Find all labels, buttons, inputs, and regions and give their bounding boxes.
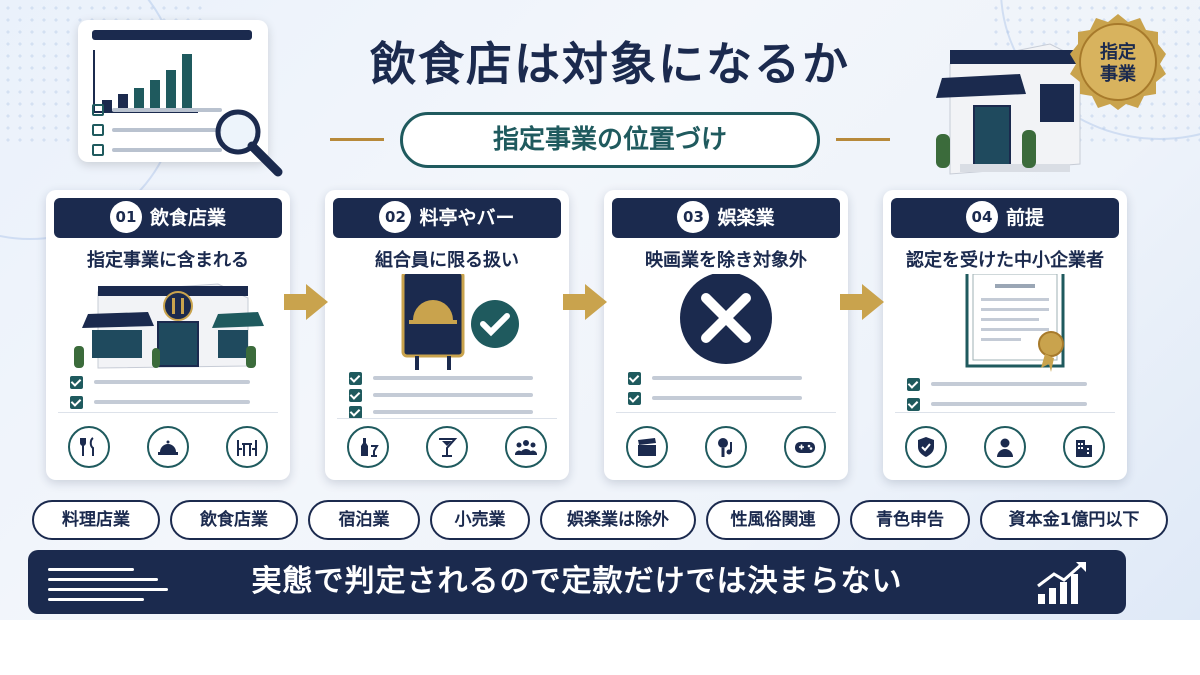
step-number: 01 — [109, 200, 142, 233]
flow-arrow — [284, 284, 328, 320]
infographic-canvas: 飲食店は対象になるか 指定事業の位置づけ 指定 事業 01 飲食店業 指定事業に含… — [0, 0, 1200, 620]
step-card-1: 01 飲食店業 指定事業に含まれる — [46, 190, 290, 480]
step-desc: 映画業を除き対象外 — [645, 250, 807, 271]
step-number: 04 — [965, 200, 998, 233]
step-number: 02 — [379, 200, 412, 233]
flow-arrow — [840, 284, 884, 320]
tag-1: 料理店業 — [32, 500, 160, 540]
badge-line-1: 指定 — [1100, 41, 1136, 63]
step-desc: 認定を受けた中小企業者 — [906, 250, 1104, 271]
cloche-icon — [147, 426, 189, 468]
speed-lines — [48, 588, 168, 591]
step-card-3: 03 娯楽業 映画業を除き対象外 — [604, 190, 848, 480]
person-icon — [984, 426, 1026, 468]
step-header: 04 前提 — [891, 198, 1119, 238]
step-number: 03 — [677, 200, 710, 233]
tag-7: 青色申告 — [850, 500, 970, 540]
tag-8: 資本金1億円以下 — [980, 500, 1168, 540]
gamepad-icon — [784, 426, 826, 468]
tag-5: 娯楽業は除外 — [540, 500, 696, 540]
step-label: 前提 — [1005, 207, 1044, 229]
report-illustration — [78, 20, 283, 177]
step-header: 01 飲食店業 — [54, 198, 282, 238]
flow-arrow — [563, 284, 607, 320]
restaurant-building-icon — [74, 283, 264, 369]
table-chairs-icon — [226, 426, 268, 468]
fork-knife-icon — [68, 426, 110, 468]
step-label: 娯楽業 — [717, 207, 775, 229]
step-label: 料亭やバー — [419, 207, 515, 229]
tag-4: 小売業 — [430, 500, 530, 540]
building-icon — [1063, 426, 1105, 468]
banner-text: 実態で判定されるので定款だけでは決まらない — [251, 564, 903, 599]
growth-chart-icon — [1037, 562, 1086, 604]
x-mark-icon — [680, 274, 772, 364]
subtitle: 指定事業の位置づけ — [400, 112, 820, 168]
microphone-icon — [705, 426, 747, 468]
step-card-4: 04 前提 認定を受けた中小企業者 — [883, 190, 1127, 480]
step-desc: 組合員に限る扱い — [375, 250, 519, 271]
step-card-2: 02 料亭やバー 組合員に限る扱い — [325, 190, 569, 480]
badge-line-2: 事業 — [1100, 63, 1137, 85]
step-header: 02 料亭やバー — [333, 198, 561, 238]
clapperboard-icon — [626, 426, 668, 468]
step-label: 飲食店業 — [149, 207, 226, 229]
designated-business-badge: 指定 事業 — [1070, 14, 1166, 110]
page-title: 飲食店は対象になるか — [370, 37, 850, 91]
subtitle-group: 指定事業の位置づけ — [330, 112, 890, 168]
cloche-sign-check-icon — [401, 274, 519, 370]
tag-3: 宿泊業 — [308, 500, 420, 540]
conclusion-banner: 実態で判定されるので定款だけでは決まらない — [28, 550, 1126, 614]
tag-6: 性風俗関連 — [706, 500, 840, 540]
speed-lines — [48, 568, 134, 571]
wine-bottle-icon — [347, 426, 389, 468]
step-header: 03 娯楽業 — [612, 198, 840, 238]
tag-2: 飲食店業 — [170, 500, 298, 540]
speed-lines — [48, 578, 158, 581]
cocktail-icon — [426, 426, 468, 468]
step-desc: 指定事業に含まれる — [87, 250, 249, 271]
certificate-icon — [965, 274, 1065, 372]
shop-building-illustration — [936, 43, 1081, 175]
people-icon — [505, 426, 547, 468]
shield-check-icon — [905, 426, 947, 468]
magnifier-icon — [215, 109, 283, 177]
speed-lines — [48, 598, 144, 601]
